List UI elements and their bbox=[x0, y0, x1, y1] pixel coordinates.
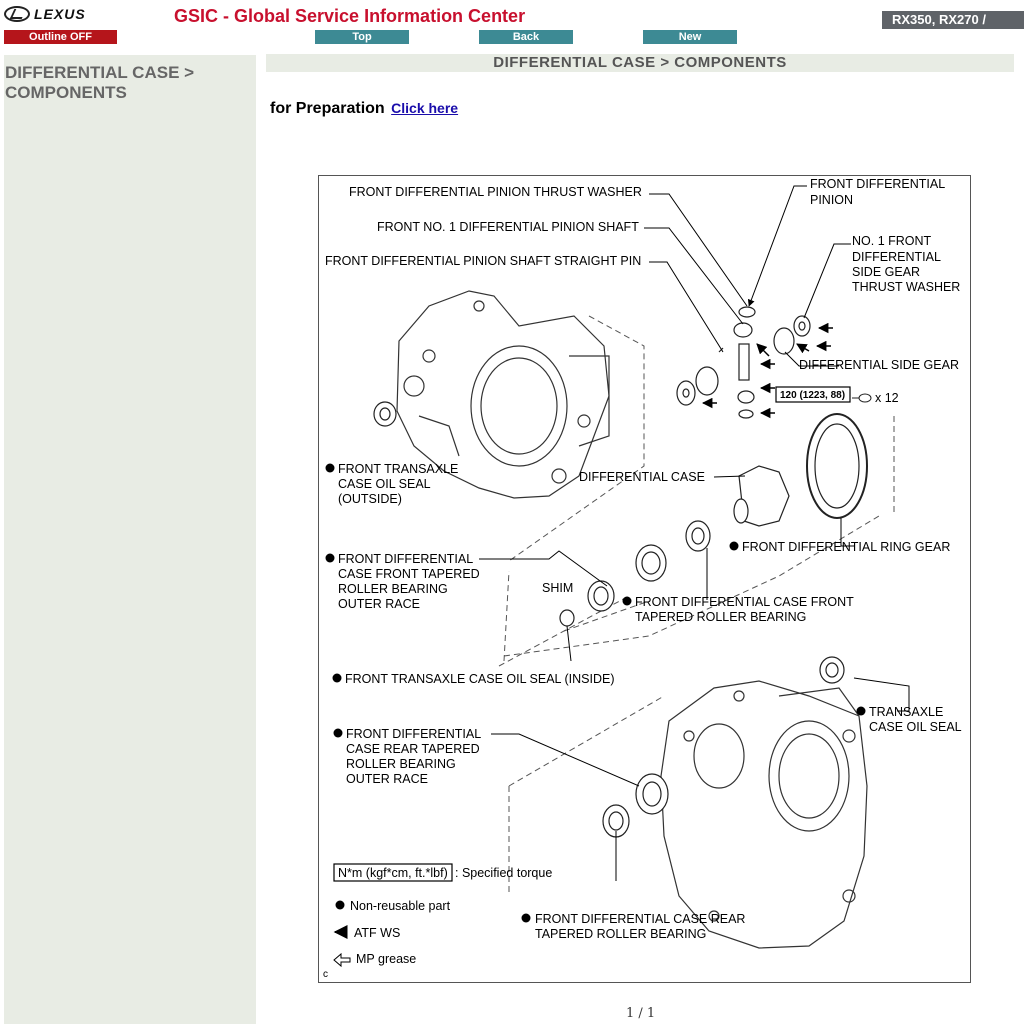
site-title: GSIC - Global Service Information Center bbox=[174, 6, 526, 26]
torque-spec-box bbox=[775, 386, 851, 403]
legend-nonreusable: Non-reusable part bbox=[350, 899, 451, 913]
page-indicator: 1 / 1 bbox=[626, 1006, 656, 1021]
lexus-emblem-icon bbox=[4, 6, 30, 22]
label-ring-gear: FRONT DIFFERENTIAL RING GEAR bbox=[742, 540, 950, 554]
mp-grease-legend-icon bbox=[333, 952, 351, 968]
label-case-oil-seal-2: CASE OIL SEAL bbox=[338, 477, 431, 491]
outline-toggle-button[interactable]: Outline OFF bbox=[4, 30, 117, 44]
label-side-washer-2: DIFFERENTIAL bbox=[852, 250, 941, 264]
new-button[interactable]: New bbox=[643, 30, 737, 44]
nonreusable-marker bbox=[856, 706, 866, 716]
atf-arrows bbox=[701, 322, 833, 419]
label-rear-race-2: CASE REAR TAPERED bbox=[346, 742, 480, 756]
header-bar: LEXUS GSIC - Global Service Information … bbox=[0, 0, 1024, 48]
nonreusable-marker bbox=[332, 673, 342, 683]
legend-mp: MP grease bbox=[356, 952, 416, 966]
label-front-race-4: OUTER RACE bbox=[338, 597, 420, 611]
sidebar-title: DIFFERENTIAL CASE > COMPONENTS bbox=[5, 63, 195, 102]
label-transaxle-seal-1: TRANSAXLE bbox=[869, 705, 943, 719]
label-side-washer-4: THRUST WASHER bbox=[852, 280, 960, 294]
upper-housing-drawing bbox=[396, 290, 610, 499]
components-diagram: 120 (1223, 88) x 12 FRONT DIFFERENTIAL P… bbox=[318, 175, 971, 983]
nonreusable-marker bbox=[729, 541, 739, 551]
label-inside-seal: FRONT TRANSAXLE CASE OIL SEAL (INSIDE) bbox=[345, 672, 615, 686]
nonreusable-marker bbox=[521, 913, 531, 923]
logo-text: LEXUS bbox=[34, 6, 86, 22]
label-side-washer-3: SIDE GEAR bbox=[852, 265, 920, 279]
label-side-washer-1: NO. 1 FRONT bbox=[852, 234, 932, 248]
label-side-gear: DIFFERENTIAL SIDE GEAR bbox=[799, 358, 959, 372]
label-front-race-1: FRONT DIFFERENTIAL bbox=[338, 552, 473, 566]
nonreusable-marker bbox=[325, 553, 335, 563]
label-front-bearing-1: FRONT DIFFERENTIAL CASE FRONT bbox=[635, 595, 854, 609]
label-pinion-thrust-washer: FRONT DIFFERENTIAL PINION THRUST WASHER bbox=[349, 185, 642, 199]
label-pinion-2: PINION bbox=[810, 193, 853, 207]
lexus-logo[interactable]: LEXUS bbox=[4, 4, 86, 24]
lower-housing-drawing bbox=[660, 680, 868, 949]
label-case-oil-seal-3: (OUTSIDE) bbox=[338, 492, 402, 506]
preparation-link[interactable]: Click here bbox=[391, 100, 459, 116]
label-diff-case: DIFFERENTIAL CASE bbox=[579, 470, 705, 484]
nonreusable-marker bbox=[622, 596, 632, 606]
nonreusable-marker bbox=[325, 463, 335, 473]
label-rear-race-3: ROLLER BEARING bbox=[346, 757, 456, 771]
label-front-bearing-2: TAPERED ROLLER BEARING bbox=[635, 610, 806, 624]
preparation-text: for Preparation bbox=[270, 100, 385, 117]
bolt-icon bbox=[852, 393, 872, 403]
label-pinion-1: FRONT DIFFERENTIAL bbox=[810, 177, 945, 191]
nonreusable-legend-icon bbox=[335, 900, 345, 910]
model-badge: RX350, RX270 / bbox=[882, 11, 1024, 29]
parts-drawing bbox=[373, 306, 868, 838]
corner-code: c bbox=[323, 969, 328, 980]
label-rear-race-4: OUTER RACE bbox=[346, 772, 428, 786]
label-front-race-3: ROLLER BEARING bbox=[338, 582, 448, 596]
label-front-race-2: CASE FRONT TAPERED bbox=[338, 567, 480, 581]
leader-lines bbox=[479, 185, 910, 881]
section-title: DIFFERENTIAL CASE > COMPONENTS bbox=[266, 54, 1014, 72]
label-case-oil-seal-1: FRONT TRANSAXLE bbox=[338, 462, 458, 476]
main-content: DIFFERENTIAL CASE > COMPONENTS for Prepa… bbox=[256, 48, 1024, 1024]
legend-torque-box: N*m (kgf*cm, ft.*lbf) bbox=[338, 866, 448, 880]
label-rear-bearing-1: FRONT DIFFERENTIAL CASE REAR bbox=[535, 912, 745, 926]
label-transaxle-seal-2: CASE OIL SEAL bbox=[869, 720, 962, 734]
label-rear-bearing-2: TAPERED ROLLER BEARING bbox=[535, 927, 706, 941]
label-pinion-shaft: FRONT NO. 1 DIFFERENTIAL PINION SHAFT bbox=[377, 220, 639, 234]
preparation-line: for Preparation Click here bbox=[270, 100, 458, 118]
label-shim: SHIM bbox=[542, 581, 573, 595]
top-button[interactable]: Top bbox=[315, 30, 409, 44]
back-button[interactable]: Back bbox=[479, 30, 573, 44]
sidebar: DIFFERENTIAL CASE > COMPONENTS bbox=[4, 55, 256, 1024]
label-rear-race-1: FRONT DIFFERENTIAL bbox=[346, 727, 481, 741]
bolt-count: x 12 bbox=[875, 391, 899, 405]
torque-spec-value: 120 (1223, 88) bbox=[780, 390, 845, 401]
label-straight-pin: FRONT DIFFERENTIAL PINION SHAFT STRAIGHT… bbox=[325, 254, 641, 268]
legend-torque-text: : Specified torque bbox=[455, 866, 552, 880]
legend: N*m (kgf*cm, ft.*lbf) : Specified torque… bbox=[323, 863, 552, 980]
nonreusable-marker bbox=[333, 728, 343, 738]
legend-atf: ATF WS bbox=[354, 926, 400, 940]
